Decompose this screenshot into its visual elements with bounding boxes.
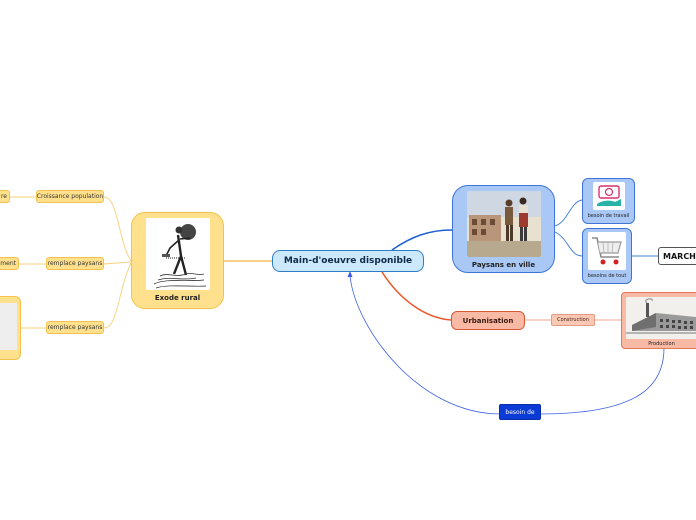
besoin-travail-label: besoin de travail: [587, 213, 630, 219]
node-remplace-paysans-2[interactable]: remplace paysans: [46, 321, 104, 334]
relation-label: besoin de: [505, 408, 535, 416]
node-central[interactable]: Main-d'oeuvre disponible: [272, 250, 424, 272]
urbanisation-label: Urbanisation: [462, 316, 514, 325]
factory-illustration: [626, 297, 696, 339]
node-paysans-en-ville[interactable]: Paysans en ville: [452, 185, 555, 273]
peasants-in-town-illustration: [466, 191, 541, 257]
besoins-tout-label: besoins de tout: [587, 273, 627, 279]
connector-exode-remplace2: [103, 262, 132, 329]
connector-exode-remplace1: [103, 261, 132, 265]
relation-arrowhead: [347, 271, 353, 277]
node-besoin-de-travail[interactable]: besoin de travail: [582, 178, 635, 224]
exode-rural-image: [145, 218, 210, 290]
node-remplace-paysans-1[interactable]: remplace paysans: [46, 257, 104, 270]
relation-line: [349, 275, 665, 415]
cut-image-card[interactable]: [0, 296, 21, 360]
exode-rural-label: Exode rural: [154, 294, 201, 302]
connector-central-paysans: [391, 229, 453, 251]
node-exode-rural[interactable]: Exode rural: [131, 212, 224, 309]
node-construction[interactable]: Construction: [551, 314, 595, 326]
relation-besoin-de[interactable]: besoin de: [499, 404, 541, 420]
remplace-paysans-2-label: remplace paysans: [47, 324, 103, 331]
node-marche[interactable]: MARCH: [658, 247, 696, 265]
node-croissance-population[interactable]: Croissance population: [36, 190, 104, 203]
marche-label: MARCH: [663, 251, 696, 261]
peasant-walking-icon: [145, 218, 210, 290]
connector-central-urbanisation: [381, 271, 452, 321]
shopping-cart-icon: [588, 232, 626, 270]
node-production[interactable]: Production: [621, 292, 696, 349]
production-image: [626, 297, 696, 339]
besoin-travail-image: [592, 182, 625, 210]
connector-exode-croissance: [103, 196, 132, 262]
cut-node-top-label: re: [0, 193, 7, 200]
remplace-paysans-1-label: remplace paysans: [47, 260, 103, 267]
connector-paysans-besoins: [554, 231, 583, 257]
construction-label: Construction: [557, 317, 589, 323]
node-urbanisation[interactable]: Urbanisation: [451, 311, 525, 330]
node-besoins-de-tout[interactable]: besoins de tout: [582, 228, 632, 284]
paysans-label: Paysans en ville: [471, 261, 536, 269]
money-hand-icon: [592, 182, 625, 210]
cut-node-top[interactable]: re: [0, 190, 10, 203]
paysans-image: [466, 191, 541, 257]
croissance-population-label: Croissance population: [36, 193, 104, 200]
connector-paysans-travail: [554, 199, 583, 227]
central-label: Main-d'oeuvre disponible: [283, 256, 413, 266]
cut-image-placeholder: [0, 303, 17, 350]
production-label: Production: [648, 341, 675, 347]
besoins-tout-image: [588, 232, 626, 270]
